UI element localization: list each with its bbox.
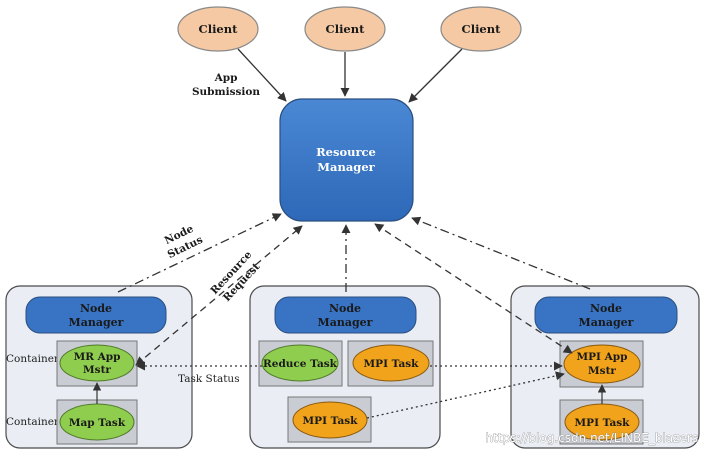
client-label: Client (199, 22, 239, 36)
mpi-task-lower: MPI Task (292, 401, 368, 439)
mr-app-label-line2: Mstr (83, 364, 111, 376)
mpi-task-right: MPI Task (564, 403, 640, 441)
mpi-app-label-line1: MPI App (577, 351, 628, 363)
mpi-task-label: MPI Task (575, 417, 631, 429)
resource-request-arrows (135, 223, 573, 366)
node-manager-left: Node Manager (25, 296, 167, 334)
resource-manager-label-line1: Resource (316, 145, 376, 159)
task-status-label: Task Status (178, 373, 240, 385)
app-submission-label-line2: Submission (192, 86, 260, 98)
node-status-label: Node Status (163, 223, 205, 261)
client-label: Client (326, 22, 366, 36)
node-manager-label-line2: Manager (579, 316, 634, 329)
mpi-app-master: MPI App Mstr (563, 344, 641, 384)
resource-manager-label-line2: Manager (317, 160, 375, 174)
map-task-label: Map Task (69, 417, 126, 429)
watermark-text: https://blog.csdn.net/LINBE_blazers (485, 431, 698, 445)
node-manager-label-line2: Manager (318, 316, 373, 329)
mr-app-master: MR App Mstr (59, 344, 135, 382)
container-label-lower: Container (6, 416, 60, 428)
task-status-arrows (136, 361, 565, 419)
resource-manager: Resource Manager (279, 98, 414, 222)
node-status-arrow-right (411, 216, 591, 290)
node-manager-label-line1: Node (590, 302, 622, 315)
resource-request-arrow-left (135, 225, 303, 366)
task-status-arrow-mpi-lower (366, 371, 565, 419)
mpi-task-label: MPI Task (364, 358, 420, 370)
node-manager-middle: Node Manager (274, 296, 417, 334)
client-label: Client (462, 22, 502, 36)
resource-request-arrow-right (374, 223, 573, 354)
reduce-task-label: Reduce Task (263, 358, 338, 370)
mr-app-label-line1: MR App (74, 351, 121, 363)
reduce-task: Reduce Task (261, 344, 339, 382)
client-3-arrow (408, 48, 463, 103)
internal-arrows (92, 382, 607, 404)
map-task: Map Task (59, 403, 135, 441)
node-manager-label-line1: Node (80, 302, 112, 315)
container-label-upper: Container (6, 353, 60, 365)
mpi-task-label: MPI Task (303, 415, 359, 427)
client-arrows (237, 48, 463, 103)
client-node-3: Client (440, 6, 522, 52)
client-node-1: Client (177, 6, 259, 52)
app-submission-label-line1: App (214, 72, 238, 84)
node-manager-right: Node Manager (534, 296, 678, 334)
node-manager-label-line2: Manager (69, 316, 124, 329)
node-manager-label-line1: Node (329, 302, 361, 315)
mpi-task-middle: MPI Task (352, 344, 430, 382)
node-status-arrow-left (117, 213, 282, 293)
client-1-arrow (237, 48, 287, 102)
client-node-2: Client (304, 6, 386, 52)
mpi-app-label-line2: Mstr (588, 365, 616, 377)
